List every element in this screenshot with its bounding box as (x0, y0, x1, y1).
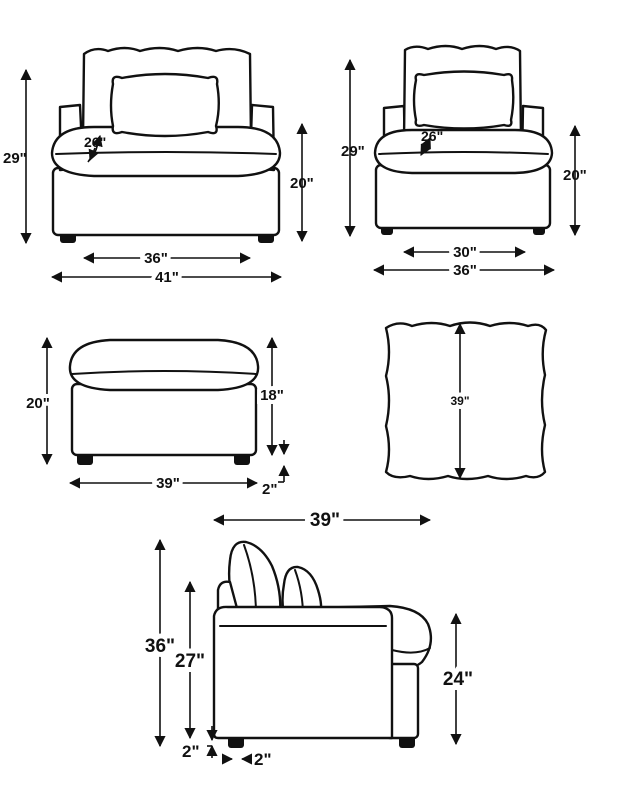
armless-chair-drawing (373, 44, 554, 235)
armless-chair-seat-depth-label: 26" (421, 128, 443, 144)
ottoman-drawing (68, 338, 260, 465)
ottoman-leg-height-label: 2" (262, 481, 277, 498)
ottoman-width-label: 39" (156, 475, 180, 492)
armless-chair-inner-width-label: 30" (453, 244, 477, 261)
front-chair-dimensions: 29" 20" 26" 36" 41" (3, 68, 314, 290)
armless-chair-outer-width-label: 36" (453, 262, 477, 279)
side-seat-height-label: 24" (443, 669, 473, 690)
ottoman-dimensions: 20" 18" 2" 39" (22, 336, 290, 498)
side-seat-cushion-welt (391, 647, 431, 654)
side-view-dimensions: 39" 36" 27" 24" 2" 2" (140, 505, 478, 769)
front-chair-seat-height-label: 20" (290, 175, 314, 192)
side-leg-inset-label: 2" (254, 750, 272, 769)
front-chair-outer-width-label: 41" (155, 269, 179, 286)
side-leg-height-label: 2" (182, 742, 200, 761)
side-depth-label: 39" (310, 510, 340, 531)
armless-chair-seat-height-label: 20" (563, 167, 587, 184)
front-chair-inner-width-label: 36" (144, 250, 168, 267)
front-chair-seat-depth-label: 26" (84, 134, 106, 150)
side-back-height-label: 27" (175, 651, 205, 672)
ottoman-top-depth-label: 39" (450, 394, 469, 408)
ottoman-top-dimensions: 39" (446, 322, 474, 480)
armless-chair-dimensions: 29" 20" 26" 30" 36" (341, 58, 587, 283)
ottoman-height-label: 20" (26, 395, 50, 412)
side-total-height-label: 36" (145, 636, 175, 657)
armless-chair-height-label: 29" (341, 143, 365, 160)
front-chair-base (51, 166, 281, 237)
armless-chair-base (374, 163, 552, 230)
ottoman-cushion-welt (71, 370, 257, 375)
ottoman-top-outline (384, 321, 548, 481)
armless-chair-seat-welt (378, 151, 549, 155)
ottoman-body-height-label: 18" (260, 387, 284, 404)
ottoman-base (70, 382, 258, 457)
front-chair-height-label: 29" (3, 150, 27, 167)
side-view-drawing (212, 540, 433, 748)
ottoman-cushion (68, 338, 260, 392)
front-chair-seat-welt (55, 151, 277, 155)
ottoman-top-drawing (384, 321, 548, 481)
front-chair-lumbar-pillow (109, 72, 220, 138)
armless-chair-lumbar-pillow (412, 70, 515, 130)
